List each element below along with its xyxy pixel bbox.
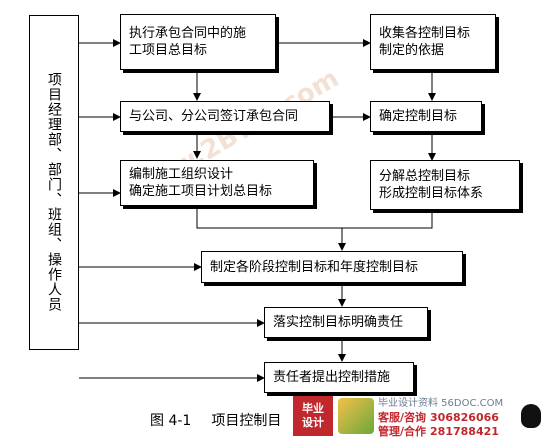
arrow-b5-to-b7 (196, 208, 346, 251)
watermark-site: 毕业设计资料 56DOC.COM (378, 398, 504, 409)
watermark-icon (338, 398, 374, 434)
watermark-logo-line: 设计 (302, 416, 324, 429)
box-line: 工项目总目标 (129, 43, 208, 58)
left-participants-label: 项目经理部、部门、班组、操作人员 (46, 72, 62, 312)
box-line: 形成控制目标体系 (379, 186, 484, 201)
box-sign-contract: 与公司、分公司签订承包合同 (120, 101, 330, 132)
box-decompose-target: 分解总控制目标 形成控制目标体系 (370, 160, 520, 210)
box-implement-responsibility: 落实控制目标明确责任 (264, 307, 428, 338)
watermark-label-1: 客服/咨询 (378, 411, 427, 424)
watermark-number-1: 306826066 (430, 411, 499, 424)
box-line: 责任者提出控制措施 (273, 370, 391, 385)
box-control-measures: 责任者提出控制措施 (264, 362, 414, 393)
watermark-number-2: 281788421 (430, 425, 499, 438)
box-line: 收集各控制目标 (379, 26, 471, 41)
box-determine-target: 确定控制目标 (370, 101, 482, 132)
penguin-icon (521, 404, 541, 428)
figure-caption: 图 4-1 项目控制目 (150, 410, 281, 430)
watermark-logo-line: 毕业 (302, 402, 324, 415)
box-line: 编制施工组织设计 (129, 167, 234, 182)
left-participants-box: 项目经理部、部门、班组、操作人员 (29, 15, 79, 350)
arrow-b6-to-b7 (342, 212, 433, 229)
box-line: 制定的依据 (379, 43, 445, 58)
box-stage-annual-targets: 制定各阶段控制目标和年度控制目标 (201, 251, 463, 283)
box-line: 执行承包合同中的施 (129, 26, 247, 41)
caption-number: 图 4-1 (150, 413, 192, 429)
box-execute-contract-target: 执行承包合同中的施 工项目总目标 (120, 14, 276, 70)
box-line: 确定施工项目计划总目标 (129, 184, 273, 199)
box-line: 与公司、分公司签订承包合同 (129, 109, 299, 124)
watermark-label-2: 管理/合作 (378, 425, 427, 438)
box-line: 制定各阶段控制目标和年度控制目标 (210, 259, 419, 275)
box-compile-organization-design: 编制施工组织设计 确定施工项目计划总目标 (120, 160, 314, 206)
box-line: 落实控制目标明确责任 (273, 315, 404, 330)
box-line: 分解总控制目标 (379, 169, 471, 184)
box-collect-basis: 收集各控制目标 制定的依据 (370, 14, 496, 70)
watermark-logo: 毕业 设计 (293, 396, 333, 436)
caption-title: 项目控制目 (211, 413, 282, 429)
box-line: 确定控制目标 (379, 109, 458, 124)
